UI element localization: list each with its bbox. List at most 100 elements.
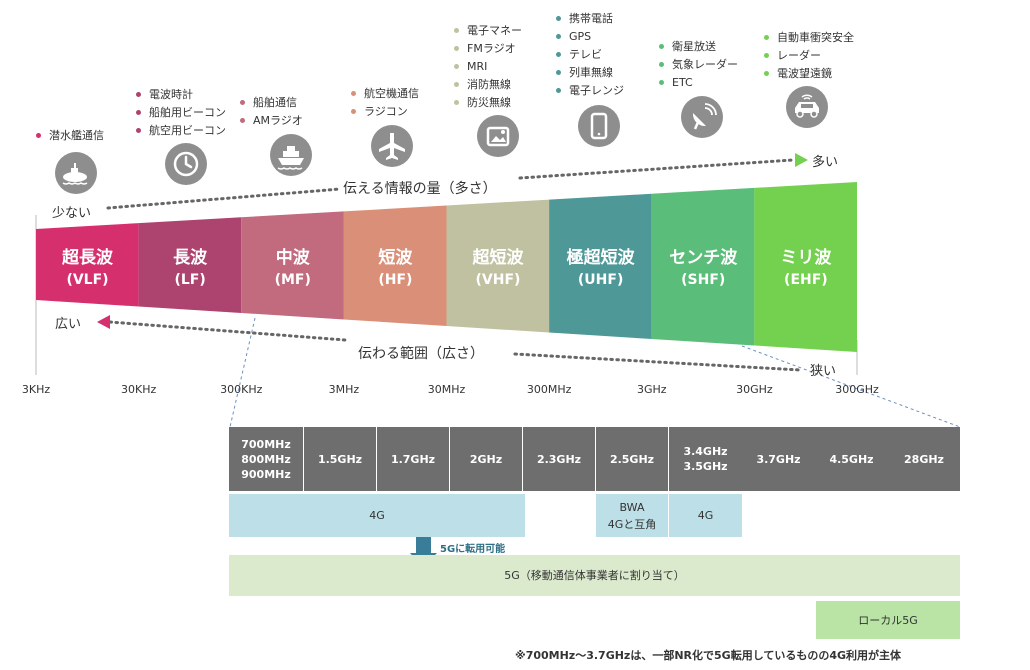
band-use-text: 電波時計 [149,88,193,101]
band-segment [241,211,344,320]
bullet-dot [36,132,41,138]
band-use-text: 航空機通信 [364,87,419,100]
band-use-text: 船舶用ビーコン [149,106,226,119]
bullet-dot [659,79,664,85]
info-low-label: 少ない [52,206,92,221]
bullet-dot [659,43,664,49]
band-use-text: 電子レンジ [569,84,624,97]
airplane-icon [371,125,413,167]
info-arrow-line-right [518,158,795,180]
band-use-item: 潜水艦通信 [36,127,104,145]
detail-frequency-cell: 2.3GHz [523,427,595,491]
frequency-tick-label: 300KHz [220,383,263,396]
bullet-dot [556,15,561,21]
band-segment [343,205,447,326]
band-use-item: ラジコン [351,103,419,121]
band-use-text: 潜水艦通信 [49,129,104,142]
band-use-text: 衛星放送 [672,40,716,53]
ship-icon [270,134,312,176]
band-use-item: 電波望遠鏡 [764,65,854,83]
bullet-dot [454,27,459,33]
band-use-text: 船舶通信 [253,96,297,109]
band-use-text: FMラジオ [467,42,516,55]
range-arrow-line-right [513,352,802,372]
band-use-text: 携帯電話 [569,12,613,25]
band-label: 超短波 (VHF) [447,247,550,291]
frequency-tick-label: 3KHz [21,383,51,396]
band-use-item: 船舶用ビーコン [136,104,226,122]
bullet-dot [556,87,561,93]
bullet-dot [659,61,664,67]
band-name: 中波 [275,248,310,268]
band-use-text: AMラジオ [253,114,303,127]
band-label: 短波 (HF) [344,247,447,291]
band-label: 超長波(VLF) [36,247,139,291]
bullet-dot [351,90,356,96]
satellite-dish-icon [681,96,723,138]
band-name: 短波 [378,248,413,268]
frequency-tick-label: 3MHz [328,383,360,396]
band-use-item: 電子レンジ [556,82,624,100]
band-use-text: 気象レーダー [672,58,738,71]
detail-frequency-cell: 1.5GHz [304,427,376,491]
band-abbreviation: (HF) [378,272,413,288]
allocation-4g-high: 4G [669,494,742,537]
band-abbreviation: (SHF) [681,272,726,288]
band-wedge [36,182,857,352]
detail-frequency-cell: 3.7GHz [742,427,815,491]
band-abbreviation: (VLF) [66,272,109,288]
range-arrow-line-left [108,320,347,342]
band-segment [138,217,242,313]
band-use-item: 気象レーダー [659,56,738,74]
info-arrow-head [795,153,808,167]
bullet-dot [454,45,459,51]
band-abbreviation: (MF) [274,272,311,288]
band-label: 極超短波(UHF) [549,247,652,291]
info-high-label: 多い [812,155,839,170]
bullet-dot [240,99,245,105]
band-use-list: 自動車衝突安全レーダー電波望遠鏡 [764,29,854,83]
band-use-item: AMラジオ [240,112,303,130]
band-use-list: 電波時計船舶用ビーコン航空用ビーコン [136,86,226,140]
band-use-item: MRI [454,58,522,76]
bullet-dot [454,63,459,69]
allocation-local-5g: ローカル5G [816,601,960,639]
band-use-text: MRI [467,60,488,73]
band-abbreviation: (UHF) [577,272,624,288]
photo-icon [477,115,519,157]
detail-frequency-cell: 2.5GHz [596,427,668,491]
band-use-item: テレビ [556,46,624,64]
band-use-list: 船舶通信 AMラジオ [240,94,303,130]
footnote: ※700MHz～3.7GHzは、一部NR化で5G転用しているものの4G利用が主体 [515,649,902,662]
band-use-item: ETC [659,74,738,92]
band-use-item: 船舶通信 [240,94,303,112]
band-use-item: 電波時計 [136,86,226,104]
bullet-dot [136,127,141,133]
band-name: センチ波 [669,248,738,268]
band-name: 超短波 [472,248,524,268]
band-use-text: 電波望遠鏡 [777,67,832,80]
detail-frequency-cell: 1.7GHz [377,427,449,491]
allocation-4g-low: 4G [229,494,525,537]
detail-frequency-cell: 700MHz 800MHz 900MHz [229,427,303,491]
band-use-text: テレビ [569,48,602,61]
band-abbreviation: (VHF) [475,272,521,288]
band-use-item: 消防無線 [454,76,522,94]
allocation-bwa: BWA 4Gと互角 [596,494,668,537]
band-use-text: 列車無線 [569,66,613,79]
guide-line-right [741,345,961,428]
detail-frequency-cell: 2GHz [450,427,522,491]
frequency-tick-label: 30MHz [427,383,466,396]
band-abbreviation: (EHF) [784,272,828,288]
band-use-text: ETC [672,76,693,89]
detail-frequency-cell: 28GHz [888,427,960,491]
band-use-item: FMラジオ [454,40,522,58]
submarine-icon [55,152,97,194]
band-use-text: 防災無線 [467,96,511,109]
bullet-dot [240,117,245,123]
range-wide-label: 広い [55,317,82,332]
band-segment [549,193,652,339]
